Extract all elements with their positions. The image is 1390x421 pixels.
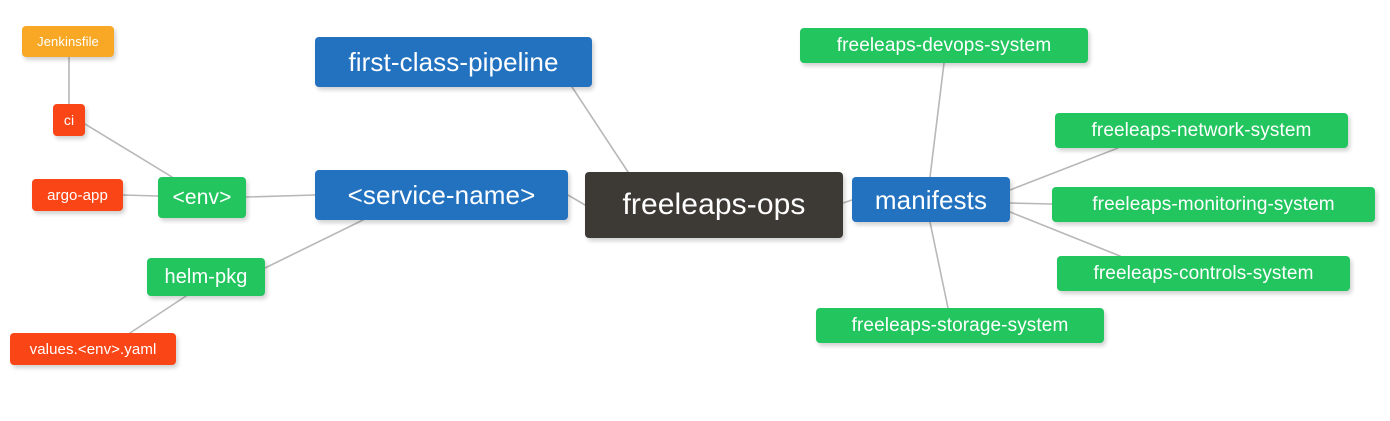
edge-manifests-to-freeleaps-monitoring-system: [1009, 202, 1053, 205]
node-jenkinsfile[interactable]: Jenkinsfile: [22, 26, 114, 57]
node-helm-pkg[interactable]: helm-pkg: [147, 258, 265, 296]
node-freeleaps-ops[interactable]: freeleaps-ops: [585, 172, 843, 238]
node-freeleaps-controls-system[interactable]: freeleaps-controls-system: [1057, 256, 1350, 291]
node-freeleaps-devops-system[interactable]: freeleaps-devops-system: [800, 28, 1088, 63]
node-argo-app[interactable]: argo-app: [32, 179, 123, 211]
node-first-class-pipeline[interactable]: first-class-pipeline: [315, 37, 592, 87]
edge-env-to-ci: [84, 123, 173, 178]
edge-freeleaps-ops-to-manifests: [842, 199, 853, 204]
edge-freeleaps-ops-to-first-class-pipeline: [571, 86, 629, 173]
edge-freeleaps-ops-to-service-name: [567, 194, 586, 206]
node-values-env-yaml[interactable]: values.<env>.yaml: [10, 333, 176, 365]
node-ci[interactable]: ci: [53, 104, 85, 136]
node-freeleaps-storage-system[interactable]: freeleaps-storage-system: [816, 308, 1104, 343]
edge-helm-pkg-to-values-env-yaml: [129, 295, 187, 334]
node-freeleaps-monitoring-system[interactable]: freeleaps-monitoring-system: [1052, 187, 1375, 222]
edge-manifests-to-freeleaps-devops-system: [929, 62, 945, 178]
edge-service-name-to-env: [245, 194, 316, 198]
node-manifests[interactable]: manifests: [852, 177, 1010, 222]
edge-manifests-to-freeleaps-network-system: [1009, 147, 1119, 191]
edge-env-to-argo-app: [122, 194, 159, 197]
edge-service-name-to-helm-pkg: [264, 219, 364, 269]
node-service-name[interactable]: <service-name>: [315, 170, 568, 220]
edge-manifests-to-freeleaps-storage-system: [929, 221, 949, 309]
node-freeleaps-network-system[interactable]: freeleaps-network-system: [1055, 113, 1348, 148]
node-env[interactable]: <env>: [158, 177, 246, 218]
